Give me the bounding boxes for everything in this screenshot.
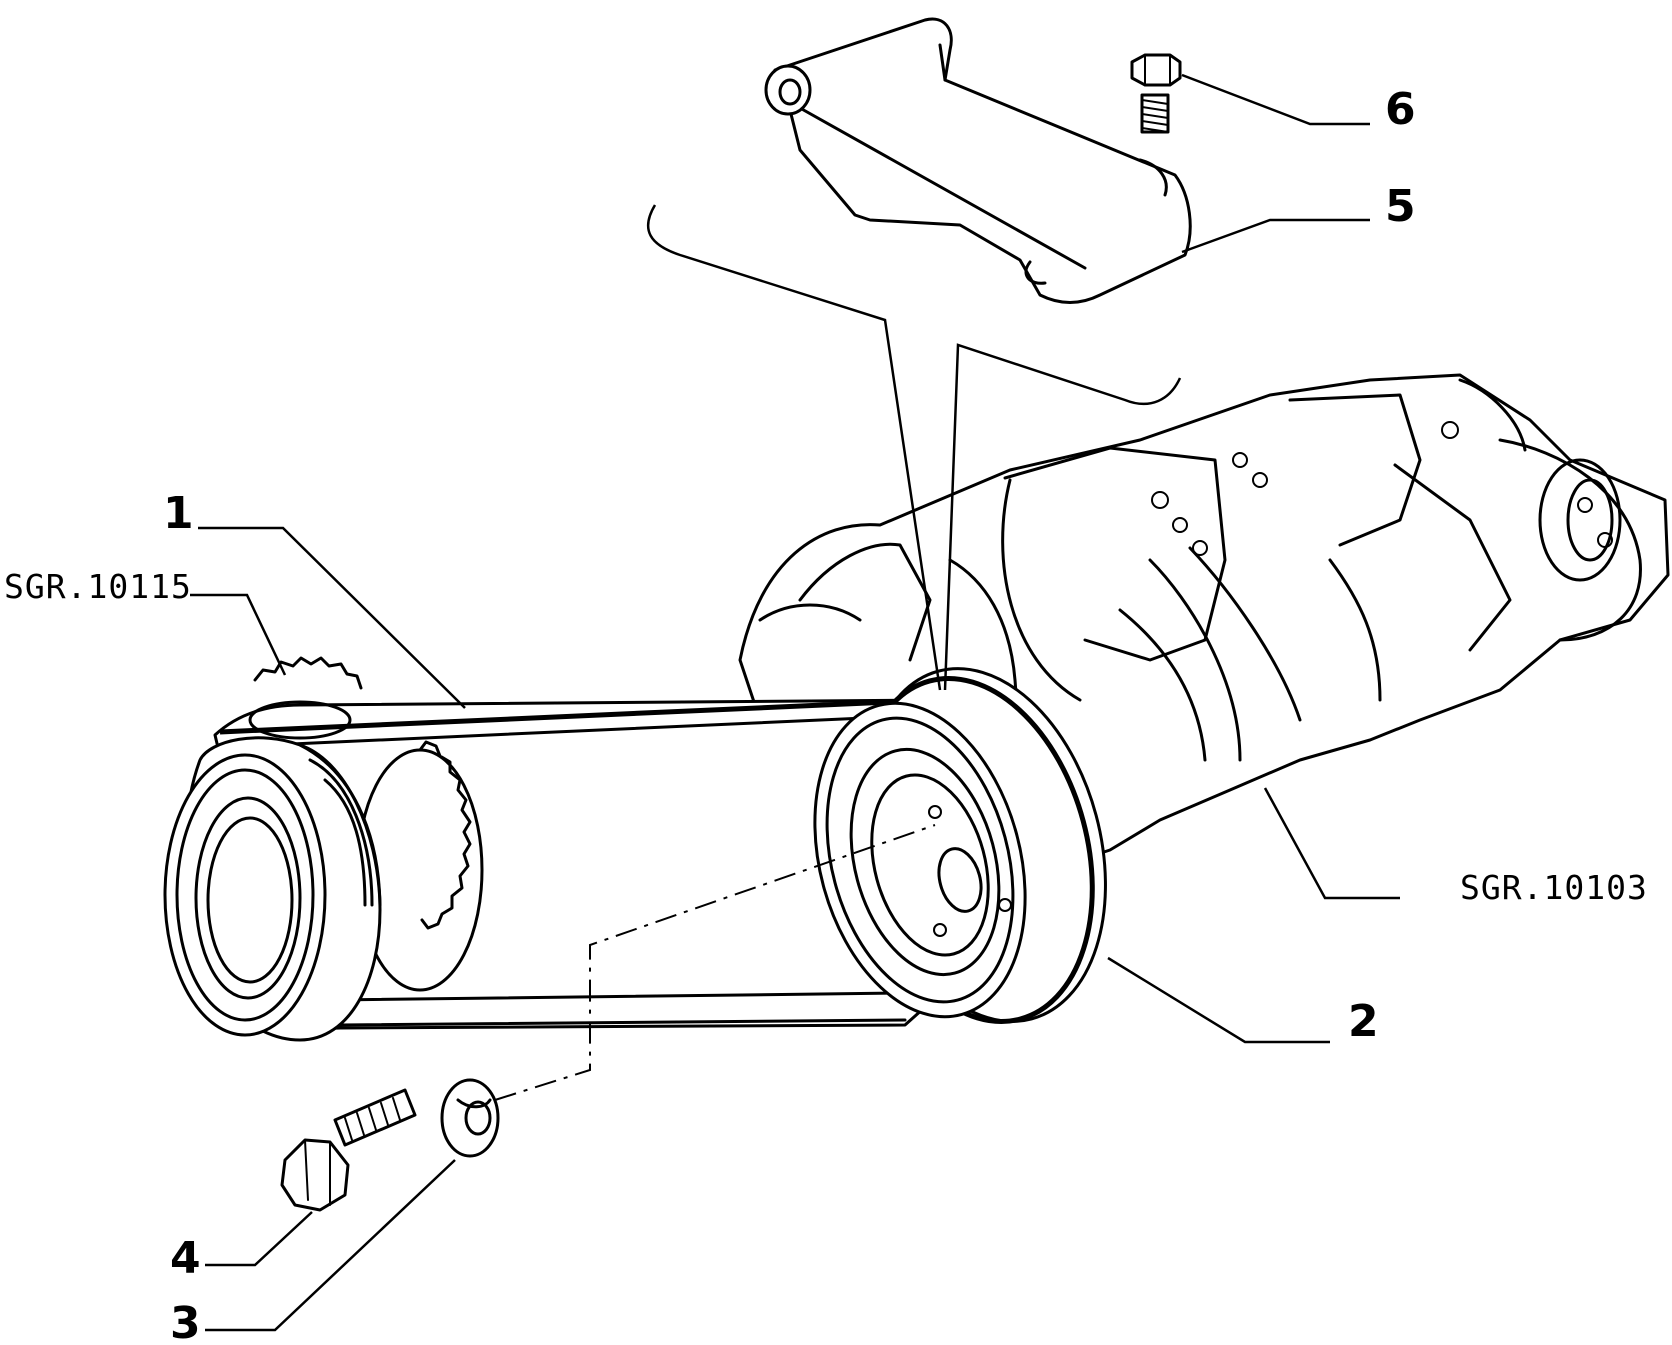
callout-4: 4 bbox=[170, 1233, 201, 1284]
callout-6: 6 bbox=[1385, 84, 1416, 135]
leader-lines bbox=[190, 73, 1400, 1332]
bolt-part-6 bbox=[1130, 53, 1182, 134]
callout-3: 3 bbox=[170, 1298, 201, 1345]
washer-part-3 bbox=[440, 1078, 500, 1158]
callout-1: 1 bbox=[163, 488, 194, 539]
crank-pulley-part-2 bbox=[813, 667, 1107, 1025]
reference-sgr-10115: SGR.10115 bbox=[4, 567, 192, 606]
callout-2: 2 bbox=[1348, 996, 1379, 1047]
bracket-part-5 bbox=[764, 17, 1192, 304]
reference-sgr-10103: SGR.10103 bbox=[1460, 868, 1648, 907]
bolt-part-4 bbox=[280, 1088, 417, 1212]
left-pulley-assembly bbox=[163, 656, 484, 1042]
callout-5: 5 bbox=[1385, 181, 1416, 232]
